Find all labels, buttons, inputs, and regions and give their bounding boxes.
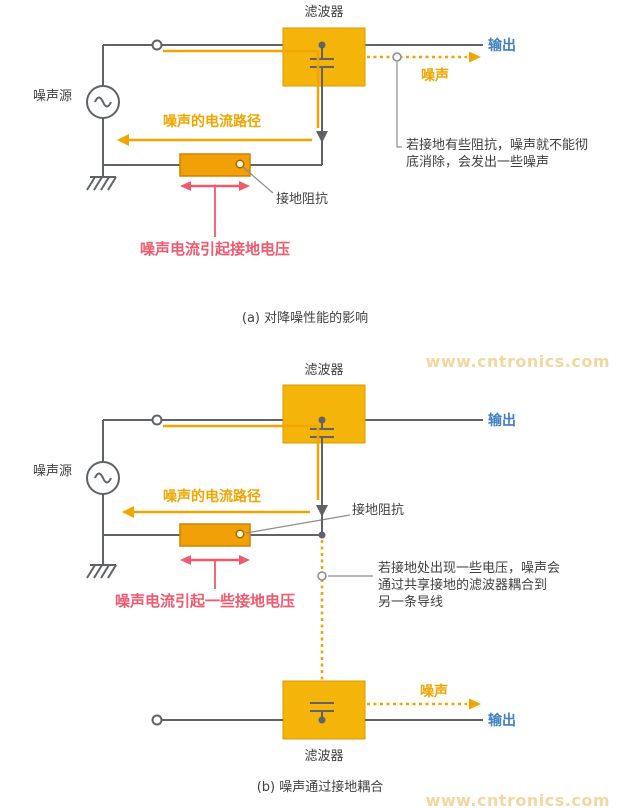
note-b-line2: 通过共享接地的滤波器耦合到: [378, 578, 548, 593]
noise-path-line-a: [163, 49, 320, 128]
ground-voltage-label-a: 噪声电流引起接地电压: [140, 240, 291, 258]
red-span-arrowhead-left-a: [180, 181, 191, 191]
red-span-arrowhead-left-b: [180, 555, 191, 565]
impedance-label-b: 接地阻抗: [352, 503, 405, 518]
caption-b: (b) 噪声通过接地耦合: [256, 780, 384, 795]
caption-a: (a) 对降噪性能的影响: [241, 311, 369, 326]
impedance-terminal-circle-a: [235, 159, 245, 169]
ground-voltage-label-b: 噪声电流引起一些接地电压: [115, 592, 296, 610]
watermark-bottom: www.cntronics.com: [425, 791, 610, 808]
red-span-arrowhead-right-b: [239, 555, 250, 565]
output-bottom-label-b: 输出: [488, 713, 516, 729]
ground-symbol-a: [86, 176, 117, 191]
noise-path-label-a: 噪声的电流路径: [163, 114, 261, 130]
red-span-arrowhead-right-a: [239, 181, 250, 191]
note-leader-line-a: [396, 62, 402, 148]
note-b: 若接地处出现一些电压，噪声会 通过共享接地的滤波器耦合到 另一条导线: [378, 560, 578, 611]
noise-source-label-b: 噪声源: [33, 464, 73, 479]
noise-return-arrowhead-b: [122, 506, 134, 518]
junction-dot-b1: [318, 416, 326, 424]
impedance-leader-line-a: [242, 166, 274, 194]
output-top-label-b: 输出: [488, 413, 516, 429]
noise-label-a: 噪声: [421, 68, 449, 84]
down-arrow-a: [316, 131, 328, 143]
noise-path-label-b: 噪声的电流路径: [163, 489, 261, 505]
filter-box-b1: [282, 384, 366, 444]
diagram-a: [86, 27, 483, 237]
probe-circle-b: [317, 571, 327, 581]
noise-path-line-b: [163, 424, 320, 500]
terminal-circle-b1: [151, 414, 163, 426]
down-arrow-b: [316, 505, 328, 517]
terminal-circle-b2: [151, 714, 163, 726]
ground-junction-dot-b: [318, 531, 326, 539]
ground-impedance-box-a: [179, 153, 251, 177]
ground-impedance-box-b: [179, 523, 251, 547]
diagram-b: [86, 384, 483, 740]
impedance-terminal-circle-b: [235, 529, 245, 539]
watermark-middle: www.cntronics.com: [425, 352, 610, 371]
impedance-leader-line-b: [245, 514, 351, 534]
ac-source-sine-b: [94, 472, 112, 484]
note-a-line2: 底消除，会发出一些噪声: [406, 155, 550, 170]
noise-return-arrowhead-a: [117, 134, 129, 146]
note-a-line1: 若接地有些阻抗，噪声就不能彻: [406, 138, 589, 153]
output-label-a: 输出: [488, 38, 516, 54]
noise-output-arrowhead-b: [469, 698, 481, 710]
filter-label-a: 滤波器: [304, 5, 344, 20]
noise-label-b: 噪声: [420, 684, 448, 700]
filter-box-a: [282, 27, 366, 87]
filter-bottom-label-b: 滤波器: [304, 749, 344, 764]
ground-symbol-b: [86, 564, 117, 579]
junction-dot-a: [318, 41, 326, 49]
noise-source-label-a: 噪声源: [33, 89, 73, 104]
note-b-line3: 另一条导线: [378, 595, 444, 610]
filter-top-label-b: 滤波器: [304, 363, 344, 378]
impedance-label-a: 接地阻抗: [276, 192, 329, 207]
note-a: 若接地有些阻抗，噪声就不能彻 底消除，会发出一些噪声: [406, 137, 596, 171]
noise-output-arrowhead-a: [469, 51, 481, 63]
note-b-line1: 若接地处出现一些电压，噪声会: [378, 561, 561, 576]
junction-dot-b2: [318, 716, 326, 724]
ac-source-sine-a: [94, 96, 112, 108]
terminal-circle-a: [151, 39, 163, 51]
probe-circle-a: [392, 52, 402, 62]
